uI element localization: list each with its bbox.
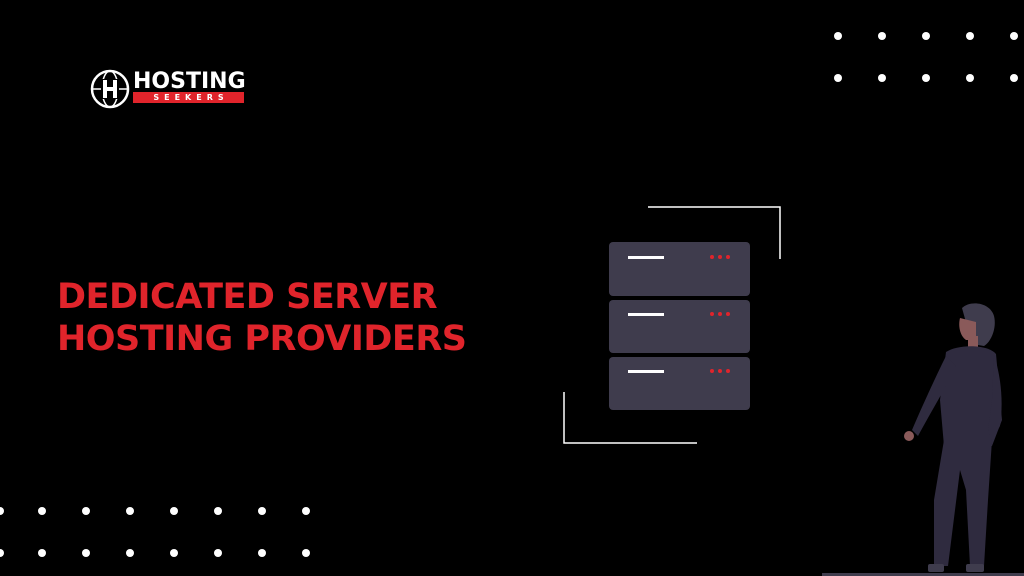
title-line-1: DEDICATED SERVER — [57, 277, 438, 317]
logo-subtitle: SEEKERS — [133, 92, 244, 103]
top-right-dots — [834, 32, 1018, 82]
person-figure — [822, 303, 1024, 576]
frame-bracket-bottom — [563, 392, 697, 444]
title-line-2: HOSTING PROVIDERS — [57, 319, 467, 359]
bottom-left-dots — [0, 507, 310, 557]
server-rack-icon — [609, 242, 750, 410]
page-title: DEDICATED SERVER HOSTING PROVIDERS — [57, 276, 467, 360]
hosting-seekers-logo[interactable]: HOSTING SEEKERS — [90, 69, 250, 111]
globe-h-logo-icon — [90, 69, 130, 109]
logo-wordmark: HOSTING — [133, 69, 246, 94]
frame-bracket-top — [648, 206, 781, 259]
